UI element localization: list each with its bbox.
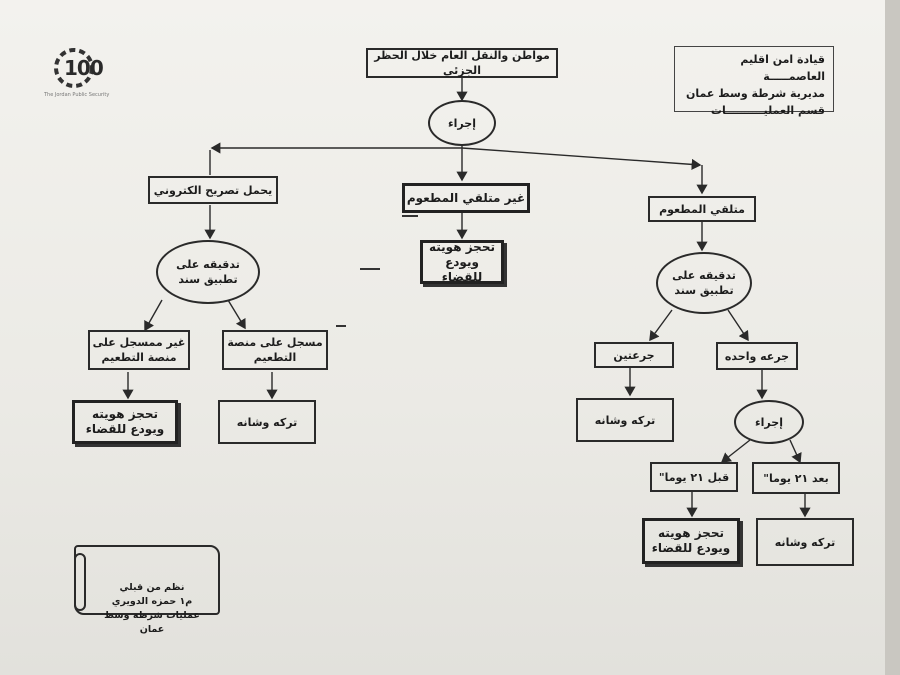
- centennial-logo-icon: [54, 48, 94, 88]
- middle-result-box: تحجز هويته ويودع للقضاء: [420, 240, 504, 284]
- right-two-doses-result: تركه وشانه: [576, 398, 674, 442]
- right-two-doses-box: جرعتين: [594, 342, 674, 368]
- branch-electronic-permit: يحمل تصريح الكتروني: [148, 176, 278, 204]
- pen-mark: [402, 215, 418, 217]
- arrow-left-check-to-not-registered: [144, 299, 163, 332]
- right-before-21-box: قبل ٢١ يوما": [650, 462, 738, 492]
- pen-mark: [360, 268, 380, 270]
- arrow-procedure-to-before: [720, 439, 751, 463]
- left-registered-result: تركه وشانه: [218, 400, 316, 444]
- arrow-left-check-to-registered: [227, 299, 246, 330]
- footer-note-text: نظم من قبلي م١ حمزه الدويري عمليات شرطه …: [104, 582, 200, 635]
- footer-note-scroll: نظم من قبلي م١ حمزه الدويري عمليات شرطه …: [74, 545, 220, 635]
- left-check-ellipse: تدقيقه على تطبيق سند: [156, 240, 260, 304]
- left-registered-box: مسجل على منصة التطعيم: [222, 330, 328, 370]
- right-check-ellipse: تدقيقه على تطبيق سند: [656, 252, 752, 314]
- centennial-logo: 100 The Jordan Public Security: [44, 44, 114, 104]
- left-not-registered-result: تحجز هويته ويودع للقضاء: [72, 400, 178, 444]
- pen-mark: [336, 325, 346, 327]
- logo-number: 100: [64, 56, 104, 80]
- right-before-21-result: تحجز هويته ويودع للقضاء: [642, 518, 740, 564]
- arrow-right-check-to-one-dose: [727, 309, 749, 342]
- logo-tagline: The Jordan Public Security: [44, 92, 110, 98]
- header-authority-box: قيادة امن اقليم العاصمـــــة مديرية شرطة…: [674, 46, 834, 117]
- arrow-right-check-to-two-doses: [649, 309, 673, 342]
- branch-vaccinated: متلقي المطعوم: [648, 196, 756, 222]
- right-procedure-ellipse: إجراء: [734, 400, 804, 444]
- procedure-top-ellipse: إجراء: [428, 100, 496, 146]
- scroll-curl-icon: [74, 553, 86, 611]
- right-after-21-result: تركه وشانه: [756, 518, 854, 566]
- arrow-horizontal-right: [461, 147, 702, 170]
- right-after-21-box: بعد ٢١ يوما": [752, 462, 840, 494]
- right-one-dose-box: جرعه واحده: [716, 342, 798, 370]
- paper-edge: [885, 0, 900, 675]
- arrow-procedure-to-after: [789, 439, 802, 464]
- top-title-box: مواطن والنقل العام خلال الحظر الجزئي: [366, 48, 558, 78]
- left-not-registered-box: غير ممسجل على منصة التطعيم: [88, 330, 190, 370]
- branch-unvaccinated: غير متلقي المطعوم: [402, 183, 530, 213]
